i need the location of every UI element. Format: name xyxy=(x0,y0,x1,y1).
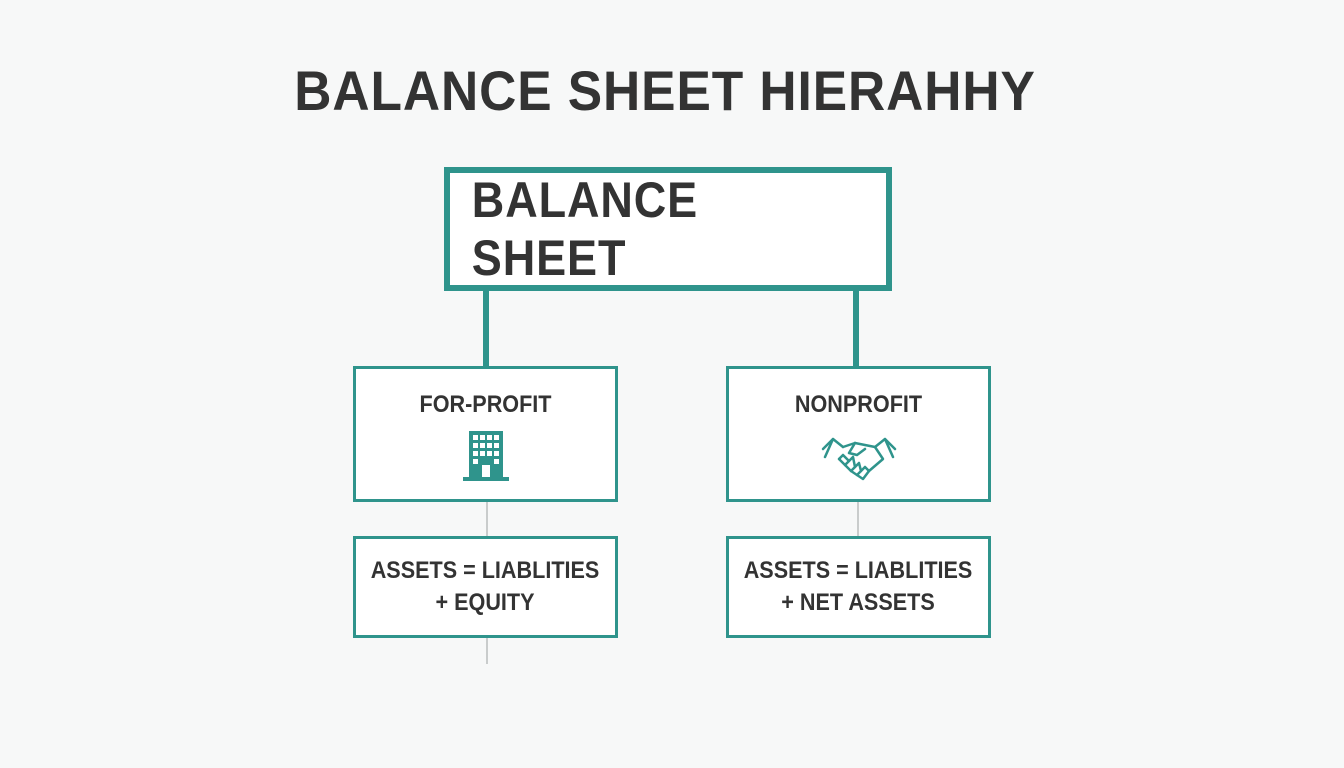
connector-root-to-for-profit xyxy=(483,291,489,366)
handshake-icon xyxy=(819,429,899,490)
balance-sheet-root-node: BALANCE SHEET xyxy=(444,167,892,291)
for-profit-label: FOR-PROFIT xyxy=(419,391,552,418)
connector-for-profit-to-equation xyxy=(486,502,488,536)
office-building-icon xyxy=(461,429,511,490)
for-profit-equation-line-2: + EQUITY xyxy=(435,589,535,616)
for-profit-equation-box: ASSETS = LIABLITIES + EQUITY xyxy=(353,536,618,638)
nonprofit-label: NONPROFIT xyxy=(794,391,923,418)
page-title: BALANCE SHEET HIERAHHY xyxy=(294,59,1036,122)
for-profit-equation: ASSETS = LIABLITIES + EQUITY xyxy=(371,555,600,619)
connector-root-to-nonprofit xyxy=(853,291,859,366)
root-node-label: BALANCE SHEET xyxy=(471,172,699,286)
nonprofit-equation-line-2: + NET ASSETS xyxy=(781,589,936,616)
connector-for-profit-equation-tail xyxy=(486,638,488,664)
connector-nonprofit-to-equation xyxy=(857,502,859,536)
nonprofit-equation-line-1: ASSETS = LIABLITIES xyxy=(744,557,973,584)
nonprofit-node: NONPROFIT xyxy=(726,366,991,502)
nonprofit-equation-box: ASSETS = LIABLITIES + NET ASSETS xyxy=(726,536,991,638)
nonprofit-equation: ASSETS = LIABLITIES + NET ASSETS xyxy=(744,555,973,619)
for-profit-node: FOR-PROFIT xyxy=(353,366,618,502)
for-profit-equation-line-1: ASSETS = LIABLITIES xyxy=(371,557,600,584)
